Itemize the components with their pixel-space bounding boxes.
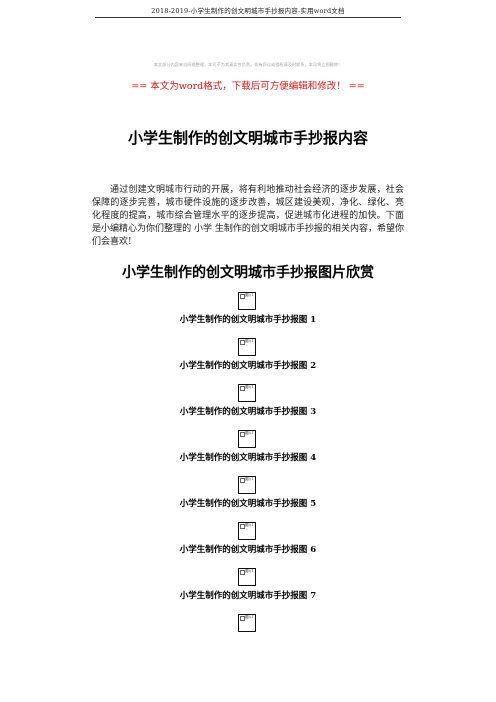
broken-image-icon: 图片1 (240, 523, 253, 529)
image-gallery: 图片1 小学生制作的创文明城市手抄报图 1 图片1 小学生制作的创文明城市手抄报图 2… (0, 292, 496, 660)
image-placeholder: 图片1 (238, 568, 256, 586)
broken-image-icon: 图片1 (240, 569, 253, 575)
image-caption: 小学生制作的创文明城市手抄报图 7 (179, 591, 317, 601)
image-placeholder: 图片1 (238, 476, 256, 494)
gallery-item: 图片1 小学生制作的创文明城市手抄报图 6 (0, 522, 496, 568)
gallery-item: 图片1 小学生制作的创文明城市手抄报图 1 (0, 292, 496, 338)
image-caption: 小学生制作的创文明城市手抄报图 1 (179, 315, 317, 325)
image-caption: 小学生制作的创文明城市手抄报图 5 (179, 499, 317, 509)
image-placeholder: 图片1 (238, 338, 256, 356)
document-title: 小学生制作的创文明城市手抄报内容 (127, 129, 368, 147)
gallery-item: 图片1 小学生制作的创文明城市手抄报图 5 (0, 476, 496, 522)
disclaimer-text: 本文部分内容来自网络整理，本司不为其真实性负责，如有异议或侵权请及时联系，本司将… (153, 62, 343, 67)
image-placeholder: 图片1 (238, 614, 256, 632)
broken-image-icon: 图片1 (240, 293, 253, 299)
edit-notice: == 本文为word格式，下载后可方便编辑和修改！ == (131, 81, 365, 92)
image-placeholder: 图片1 (238, 430, 256, 448)
image-caption: 小学生制作的创文明城市手抄报图 6 (179, 545, 317, 555)
image-placeholder: 图片1 (238, 522, 256, 540)
image-caption: 小学生制作的创文明城市手抄报图 3 (179, 407, 317, 417)
image-placeholder: 图片1 (238, 384, 256, 402)
broken-image-icon: 图片1 (240, 477, 253, 483)
gallery-item: 图片1 小学生制作的创文明城市手抄报图 4 (0, 430, 496, 476)
broken-image-icon: 图片1 (240, 615, 253, 621)
broken-image-icon: 图片1 (240, 339, 253, 345)
broken-image-icon: 图片1 (240, 385, 253, 391)
intro-paragraph: 通过创建文明城市行动的开展，将有利地推动社会经济的逐步发展，社会保障的逐步完善，… (92, 185, 404, 247)
broken-image-icon: 图片1 (240, 431, 253, 437)
image-placeholder: 图片1 (238, 292, 256, 310)
gallery-heading: 小学生制作的创文明城市手抄报图片欣赏 (122, 265, 374, 281)
gallery-item: 图片1 小学生制作的创文明城市手抄报图 3 (0, 384, 496, 430)
gallery-item: 图片1 小学生制作的创文明城市手抄报图 7 (0, 568, 496, 614)
running-header: 2018-2019-小学生制作的创文明城市手抄报内容-实用word文档 (151, 7, 345, 15)
header-divider (95, 17, 401, 18)
gallery-item: 图片1 (0, 614, 496, 660)
gallery-item: 图片1 小学生制作的创文明城市手抄报图 2 (0, 338, 496, 384)
image-caption: 小学生制作的创文明城市手抄报图 2 (179, 361, 317, 371)
image-caption: 小学生制作的创文明城市手抄报图 4 (179, 453, 317, 463)
